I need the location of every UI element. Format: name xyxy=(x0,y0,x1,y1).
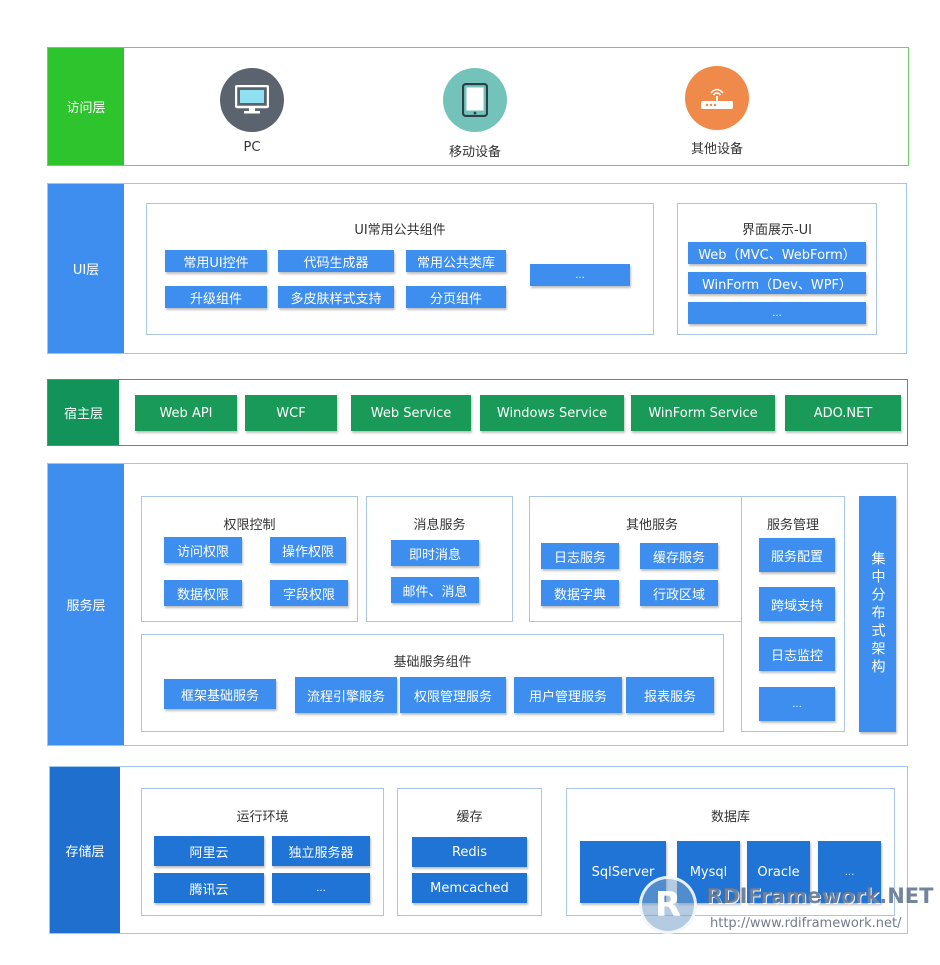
ui-common-components: UI常用公共组件 常用UI控件 代码生成器 常用公共类库 ... 升级组件 多皮… xyxy=(146,203,654,335)
chip-log-monitor: 日志监控 xyxy=(759,637,835,671)
base-services-title: 基础服务组件 xyxy=(393,655,472,670)
other-device-caption: 其他设备 xyxy=(690,142,743,157)
ui-chip-common-libraries: 常用公共类库 xyxy=(406,250,506,272)
host-chip-webapi: Web API xyxy=(135,395,237,431)
monitor-icon xyxy=(235,85,269,114)
mobile-device xyxy=(443,68,507,132)
chip-log-service: 日志服务 xyxy=(541,543,619,569)
pc-caption: PC xyxy=(243,140,261,155)
ui-display-title: 界面展示-UI xyxy=(741,223,813,238)
ui-common-title: UI常用公共组件 xyxy=(354,223,446,238)
chip-framework-base: 框架基础服务 xyxy=(164,679,276,709)
ui-chip-web: Web（MVC、WebForm） xyxy=(688,242,866,264)
chip-runtime-more: ... xyxy=(272,873,370,903)
router-icon xyxy=(701,88,733,109)
runtime-title: 运行环境 xyxy=(236,810,289,825)
chip-access-permission: 访问权限 xyxy=(164,537,242,563)
chip-cache-service: 缓存服务 xyxy=(640,543,718,569)
chip-database-more: ... xyxy=(818,841,881,903)
mobile-caption: 移动设备 xyxy=(448,145,501,160)
chip-instant-message: 即时消息 xyxy=(391,540,479,566)
access-layer: 访问层 PC 移动设备 其他设备 xyxy=(47,47,909,166)
service-management: 服务管理 服务配置 跨域支持 日志监控 ... xyxy=(741,496,845,732)
host-chip-adonet: ADO.NET xyxy=(785,395,901,431)
cache-store: 缓存 Redis Memcached xyxy=(397,788,542,916)
chip-cross-domain: 跨域支持 xyxy=(759,587,835,621)
database-title: 数据库 xyxy=(710,810,750,825)
chip-memcached: Memcached xyxy=(412,873,527,903)
chip-operation-permission: 操作权限 xyxy=(270,537,346,563)
ui-chip-upgrade: 升级组件 xyxy=(165,286,267,308)
tablet-icon xyxy=(462,83,488,117)
ui-chip-common-controls: 常用UI控件 xyxy=(165,250,267,272)
chip-management-more: ... xyxy=(759,687,835,721)
chip-aliyun: 阿里云 xyxy=(154,836,264,866)
other-services: 其他服务 日志服务 缓存服务 数据字典 行政区域 xyxy=(529,496,775,622)
message-service: 消息服务 即时消息 邮件、消息 xyxy=(366,496,513,622)
chip-workflow-engine: 流程引擎服务 xyxy=(295,677,397,713)
permission-control: 权限控制 访问权限 操作权限 数据权限 字段权限 xyxy=(141,496,358,622)
pc-device xyxy=(220,68,284,132)
access-layer-label: 访问层 xyxy=(48,48,124,165)
storage-layer-label: 存储层 xyxy=(50,767,120,933)
chip-dedicated-server: 独立服务器 xyxy=(272,836,370,866)
ui-chip-winform: WinForm（Dev、WPF） xyxy=(688,272,866,294)
ui-chip-code-generator: 代码生成器 xyxy=(278,250,394,272)
service-layer-label: 服务层 xyxy=(48,464,124,745)
chip-oracle: Oracle xyxy=(747,841,810,903)
message-title: 消息服务 xyxy=(413,518,466,533)
chip-permission-management: 权限管理服务 xyxy=(400,677,506,713)
other-device xyxy=(685,66,749,130)
logo-letter: R xyxy=(654,885,682,925)
runtime-environment: 运行环境 阿里云 独立服务器 腾讯云 ... xyxy=(141,788,384,916)
host-chip-wcf: WCF xyxy=(245,395,337,431)
chip-tencent-cloud: 腾讯云 xyxy=(154,873,264,903)
service-layer: 服务层 权限控制 访问权限 操作权限 数据权限 字段权限 消息服务 即时消息 邮… xyxy=(47,463,908,746)
storage-layer: 存储层 运行环境 阿里云 独立服务器 腾讯云 ... 缓存 Redis Memc… xyxy=(49,766,908,934)
ui-chip-display-more: ... xyxy=(688,302,866,324)
chip-service-config: 服务配置 xyxy=(759,538,835,572)
service-management-title: 服务管理 xyxy=(766,518,819,533)
central-distributed-architecture: 集中分布式架构 xyxy=(859,496,896,732)
chip-mail-message: 邮件、消息 xyxy=(391,577,479,603)
chip-admin-region: 行政区域 xyxy=(640,580,718,606)
ui-chip-more: ... xyxy=(530,264,630,286)
ui-chip-multi-skin: 多皮肤样式支持 xyxy=(278,286,394,308)
chip-user-management: 用户管理服务 xyxy=(514,677,622,713)
watermark-brand: RDIFramework.NET xyxy=(706,884,934,908)
chip-data-permission: 数据权限 xyxy=(164,580,242,606)
host-layer-label: 宿主层 xyxy=(48,380,119,445)
logo-r-icon: R xyxy=(639,876,697,934)
watermark: R RDIFramework.NET http://www.rdiframewo… xyxy=(636,872,934,942)
chip-report-service: 报表服务 xyxy=(626,677,714,713)
ui-layer-label: UI层 xyxy=(48,184,124,353)
host-chip-windowsservice: Windows Service xyxy=(480,395,624,431)
permission-title: 权限控制 xyxy=(223,518,276,533)
ui-layer: UI层 UI常用公共组件 常用UI控件 代码生成器 常用公共类库 ... 升级组… xyxy=(47,183,907,354)
cache-title: 缓存 xyxy=(456,810,483,825)
watermark-url: http://www.rdiframework.net/ xyxy=(710,916,902,931)
base-service-components: 基础服务组件 框架基础服务 流程引擎服务 权限管理服务 用户管理服务 报表服务 xyxy=(141,634,724,732)
other-services-title: 其他服务 xyxy=(625,518,678,533)
host-layer: 宿主层 Web API WCF Web Service Windows Serv… xyxy=(47,379,908,446)
chip-data-dictionary: 数据字典 xyxy=(541,580,619,606)
host-chip-webservice: Web Service xyxy=(351,395,471,431)
chip-field-permission: 字段权限 xyxy=(270,580,348,606)
ui-display: 界面展示-UI Web（MVC、WebForm） WinForm（Dev、WPF… xyxy=(677,203,877,335)
host-chip-winformservice: WinForm Service xyxy=(631,395,775,431)
chip-redis: Redis xyxy=(412,837,527,867)
ui-chip-pagination: 分页组件 xyxy=(406,286,506,308)
